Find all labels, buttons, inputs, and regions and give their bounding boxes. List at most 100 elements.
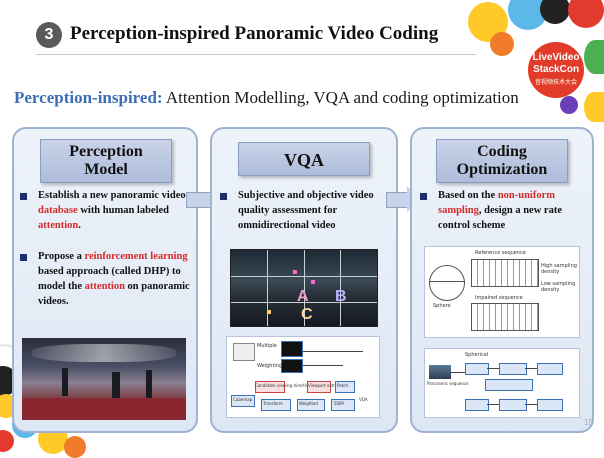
slide-number: 15	[584, 418, 593, 427]
panel-heading-perception: Perception Model	[40, 139, 172, 183]
label-b: B	[335, 288, 347, 305]
diagram-label: Transform	[263, 401, 283, 406]
diagram-block	[261, 399, 291, 411]
rate-control-diagram: Spherical Panoramic sequence	[424, 348, 580, 418]
diagram-label: Viewport extraction	[308, 383, 348, 388]
flow-arrow-body	[386, 192, 409, 208]
diagram-block	[499, 363, 527, 375]
photo-light	[32, 344, 176, 362]
diagram-label: Weighted	[299, 401, 318, 406]
label-a: A	[297, 288, 309, 305]
diagram-block	[297, 399, 325, 411]
decor-dot	[584, 92, 604, 122]
diagram-block	[233, 343, 255, 361]
figure-label: Sphere	[433, 303, 451, 309]
sphere-shape	[429, 265, 465, 301]
diagram-label: SSIM	[334, 401, 344, 406]
section-number-badge: 3	[36, 22, 62, 48]
panel-heading-line2: Optimization	[456, 161, 548, 178]
text-run: Propose a	[38, 251, 85, 262]
diagram-connector	[487, 368, 499, 369]
text-run-highlight: non-uniform sampling	[438, 190, 555, 216]
panel-heading-coding: Coding Optimization	[436, 139, 568, 183]
diagram-label: Weighting	[257, 363, 283, 369]
photo-carpet	[22, 398, 186, 420]
decor-dot	[560, 96, 578, 114]
diagram-label: VQA	[359, 397, 368, 402]
text-run: with human labeled	[77, 205, 169, 216]
ref-frame	[471, 259, 539, 287]
vqa-panorama-image: A B C	[230, 249, 378, 327]
diagram-block	[281, 359, 303, 373]
diagram-connector	[525, 404, 537, 405]
panel-heading-line1: Coding	[477, 143, 527, 160]
photo-figure	[62, 368, 68, 396]
diagram-block	[537, 399, 563, 411]
photo-figure	[112, 372, 120, 398]
panorama-photo	[22, 338, 186, 420]
subtitle: Perception-inspired: Attention Modelling…	[14, 88, 519, 108]
decor-dot	[490, 32, 514, 56]
logo-text-line2: StackCon	[532, 64, 580, 75]
impaired-frame	[471, 303, 539, 331]
diagram-connector	[303, 351, 363, 352]
decor-dot	[540, 0, 570, 24]
bullet-icon	[220, 193, 227, 200]
decor-dot	[0, 430, 14, 452]
sequence-thumbnail	[429, 365, 451, 379]
figure-label: High sampling density	[541, 263, 577, 275]
text-run: , design a new rate control scheme	[438, 205, 562, 231]
marker-dot	[293, 270, 297, 274]
diagram-block	[537, 363, 563, 375]
decor-dot	[64, 436, 86, 458]
diagram-block	[485, 379, 533, 391]
grid-line	[304, 250, 305, 326]
text-run: Subjective and objective video quality a…	[238, 190, 374, 231]
figure-label: Low sampling density	[541, 281, 576, 293]
panel-heading-line1: VQA	[284, 150, 324, 170]
conference-logo	[528, 42, 584, 98]
text-run-highlight: attention	[84, 281, 125, 292]
grid-line	[340, 250, 341, 326]
bullet-icon	[20, 193, 27, 200]
diagram-connector	[303, 365, 343, 366]
vqa-diagram: Multiple Weighting Candidate viewing dir…	[226, 336, 380, 418]
diagram-block	[255, 381, 285, 393]
text-run: on panoramic videos.	[38, 281, 190, 307]
diagram-block	[335, 381, 355, 393]
diagram-block	[281, 341, 303, 357]
figure-label: Panoramic sequence	[427, 381, 469, 386]
sphere-equator	[429, 281, 465, 282]
title-divider	[36, 54, 476, 55]
diagram-connector	[487, 404, 499, 405]
diagram-block	[307, 381, 331, 393]
text-run-highlight: attention	[38, 220, 79, 231]
panel-heading-vqa: VQA	[238, 142, 370, 176]
bullet-icon	[420, 193, 427, 200]
diagram-block	[465, 363, 489, 375]
subtitle-rest: Attention Modelling, VQA and coding opti…	[162, 88, 519, 107]
photo-figure	[146, 370, 152, 398]
panel-heading-line1: Perception	[69, 143, 143, 160]
bullet-text: Establish a new panoramic video database…	[38, 188, 190, 233]
diagram-connector	[525, 368, 537, 369]
diagram-label: Candidate viewing directions	[255, 383, 314, 388]
bullet-text: Based on the non-uniform sampling, desig…	[438, 188, 586, 233]
decor-dot	[584, 40, 604, 74]
decor-dot	[568, 0, 604, 28]
diagram-block	[231, 395, 255, 407]
figure-label: Spherical	[465, 352, 489, 358]
sampling-density-figure: Reference sequence Sphere High sampling …	[424, 246, 580, 338]
marker-dot	[311, 280, 315, 284]
diagram-label: Patch	[337, 383, 348, 388]
diagram-label: Cubemap	[233, 397, 253, 402]
diagram-connector	[451, 372, 465, 373]
subtitle-highlight: Perception-inspired:	[14, 88, 163, 107]
diagram-block	[499, 399, 527, 411]
figure-label: Impaired sequence	[475, 295, 523, 301]
marker-dot	[267, 310, 271, 314]
grid-line	[267, 250, 268, 326]
text-run: Establish a new panoramic video	[38, 190, 186, 201]
page-title: Perception-inspired Panoramic Video Codi…	[70, 23, 439, 44]
text-run: Based on the	[438, 190, 498, 201]
